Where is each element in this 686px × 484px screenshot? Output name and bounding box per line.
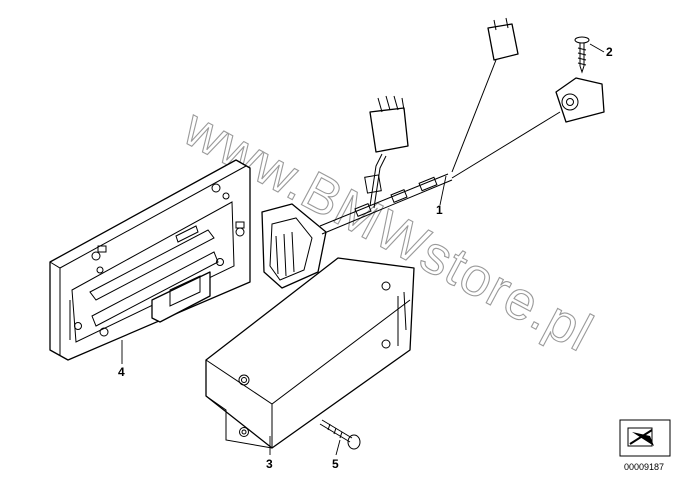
callout-3: 3 bbox=[266, 457, 273, 471]
catalog-badge: 00009187 bbox=[619, 419, 671, 472]
cable-harness bbox=[261, 17, 605, 289]
leader-5 bbox=[335, 439, 341, 456]
leader-1 bbox=[439, 175, 447, 206]
bolt bbox=[319, 419, 361, 450]
arrow-down-right-icon bbox=[627, 427, 654, 447]
holder-tray bbox=[49, 159, 251, 361]
callout-4: 4 bbox=[118, 365, 125, 379]
callout-1: 1 bbox=[436, 203, 443, 217]
leader-2 bbox=[589, 43, 605, 53]
catalog-number: 00009187 bbox=[624, 462, 664, 472]
callout-5: 5 bbox=[332, 457, 339, 471]
control-module bbox=[205, 257, 415, 449]
screw-small bbox=[574, 36, 590, 74]
callout-2: 2 bbox=[606, 45, 613, 59]
